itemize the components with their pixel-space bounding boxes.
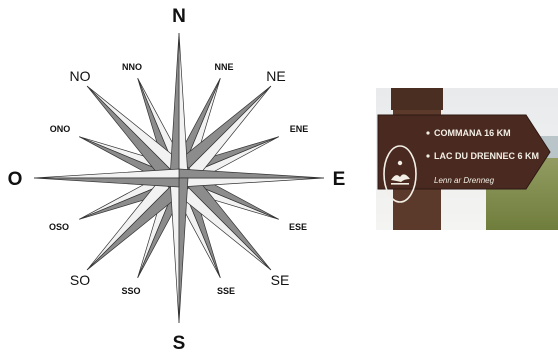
label-east: E: [333, 169, 346, 190]
point-o-light-half: [34, 169, 179, 178]
label-ene: ENE: [290, 124, 309, 134]
bullet-2: [426, 154, 429, 157]
post-cap: [391, 88, 443, 110]
point-s-dark-half: [179, 178, 188, 323]
label-nno: NNO: [122, 62, 142, 72]
label-south: S: [173, 333, 186, 353]
label-southwest: SO: [70, 272, 90, 288]
sign-line-breton: Lenn ar Drenneg: [434, 176, 495, 185]
label-oso: OSO: [49, 222, 69, 232]
point-e-dark-half: [179, 169, 324, 178]
label-sso: SSO: [121, 286, 140, 296]
point-n-dark-half: [170, 33, 179, 178]
point-o-dark-half: [34, 178, 179, 187]
sign-line-lac: LAC DU DRENNEC 6 KM: [434, 151, 539, 161]
point-e-light-half: [179, 178, 324, 187]
signpost-photo: COMMANA 16 KM LAC DU DRENNEC 6 KM Lenn a…: [376, 88, 558, 230]
label-northeast: NE: [266, 68, 285, 84]
label-north: N: [172, 6, 186, 27]
label-west: O: [8, 169, 23, 190]
compass-rose: N S E O NE NO SE SO NNE NNO ENE ONO ESE …: [0, 0, 370, 353]
label-ono: ONO: [50, 124, 71, 134]
label-northwest: NO: [70, 68, 91, 84]
label-nne: NNE: [214, 62, 233, 72]
point-s-light-half: [170, 178, 179, 323]
point-n-light-half: [179, 33, 188, 178]
label-ese: ESE: [289, 222, 307, 232]
sign-line-commana: COMMANA 16 KM: [434, 128, 511, 138]
bullet-1: [426, 131, 429, 134]
label-southeast: SE: [271, 272, 290, 288]
label-sse: SSE: [217, 286, 235, 296]
